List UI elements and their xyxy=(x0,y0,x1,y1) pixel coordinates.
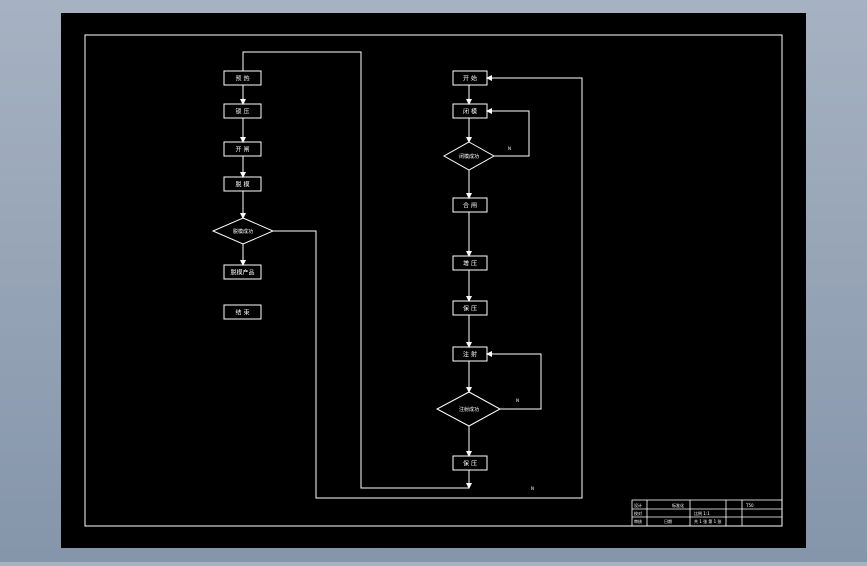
left-after-decision-label: 脱模产品 xyxy=(230,269,254,277)
branch-label-2: N xyxy=(516,398,519,403)
right-step-3-label: 增 压 xyxy=(463,260,477,268)
right-step-2-label: 合 闸 xyxy=(463,202,477,210)
right-start-label: 开 始 xyxy=(463,75,477,83)
title-row2-col3: 比例 1:1 xyxy=(694,510,710,516)
title-row1-col2: 标准化 xyxy=(672,502,684,508)
right-decision-2-label: 注射成功 xyxy=(459,406,479,413)
right-decision-1-label: 闭模成功 xyxy=(459,153,479,160)
right-step-4-label: 保 压 xyxy=(463,305,477,313)
inner-frame xyxy=(84,34,783,527)
title-row2-col1: 校对 xyxy=(634,510,642,516)
left-step-2-label: 锁 压 xyxy=(236,108,250,116)
right-start xyxy=(452,70,488,86)
title-block-text: 设计 标准化 T50 校对 比例 1:1 审核 日期 共 1 张 第 1 张 xyxy=(634,502,754,524)
left-flowchart xyxy=(211,51,583,499)
right-step-5-label: 注 射 xyxy=(463,351,477,359)
left-step-3-label: 开 闸 xyxy=(236,146,250,154)
right-end-label: 保 压 xyxy=(463,460,477,468)
title-row1-col3: T50 xyxy=(745,503,754,508)
left-end xyxy=(223,304,262,320)
left-step-1-label: 预 热 xyxy=(236,75,250,83)
title-row3-col2: 日期 xyxy=(664,518,672,524)
paper-sheet xyxy=(61,13,806,548)
left-step-4-label: 脱 模 xyxy=(236,181,250,189)
right-flowchart xyxy=(435,70,542,489)
left-loop-connector xyxy=(273,75,583,499)
title-row1-col1: 设计 xyxy=(634,502,642,508)
left-top-connector xyxy=(242,51,469,489)
title-row3-col1: 审核 xyxy=(634,518,642,524)
right-step-1-label: 闭 模 xyxy=(463,108,477,116)
branch-label-3: N xyxy=(531,486,534,491)
right-loop-2 xyxy=(486,351,542,410)
title-block xyxy=(631,499,783,527)
branch-label-1: N xyxy=(508,146,511,151)
title-row3-col3: 共 1 张 第 1 张 xyxy=(694,518,721,524)
left-end-label: 结 束 xyxy=(236,309,250,317)
flow-labels: 预 热 锁 压 开 闸 脱 模 脱模成功 脱模产品 结 束 开 始 闭 模 闭模… xyxy=(230,75,534,492)
left-decision-label: 脱模成功 xyxy=(233,228,253,235)
title-block-frame xyxy=(631,499,783,527)
right-loop-1 xyxy=(486,108,530,157)
